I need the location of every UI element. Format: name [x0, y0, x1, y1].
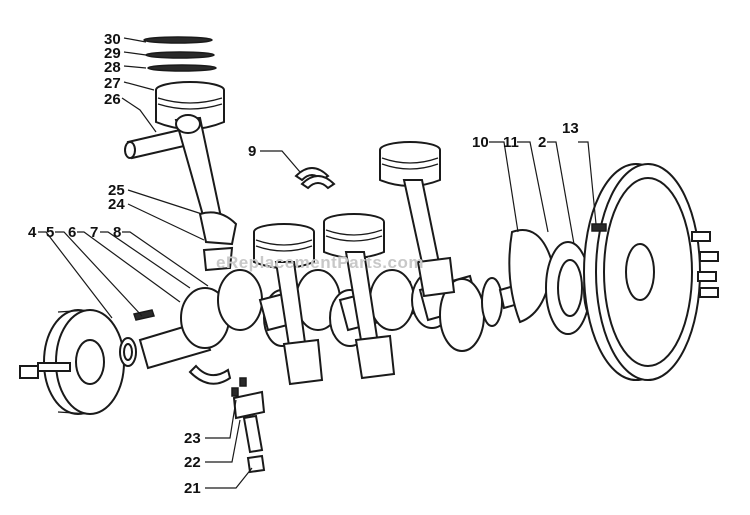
callout-2: 2	[538, 134, 546, 151]
callout-27: 27	[104, 75, 121, 92]
piston-ring-set	[143, 36, 217, 72]
callout-23: 23	[184, 430, 201, 447]
callout-24: 24	[108, 196, 125, 213]
callout-30: 30	[104, 31, 121, 48]
piston-1	[253, 223, 324, 386]
crankshaft-key	[133, 309, 155, 321]
callout-7: 7	[90, 224, 98, 241]
pulley-bolt	[19, 362, 71, 379]
callout-11: 11	[503, 134, 519, 151]
piston-3	[379, 141, 456, 298]
rear-plate	[508, 229, 554, 324]
crankshaft	[138, 269, 534, 370]
callout-28: 28	[104, 59, 121, 76]
callout-10: 10	[472, 134, 489, 151]
callout-6: 6	[68, 224, 76, 241]
callout-25: 25	[108, 182, 125, 199]
callout-8: 8	[113, 224, 121, 241]
callout-4: 4	[28, 224, 37, 241]
front-seal	[119, 337, 137, 367]
flywheel-bolts	[591, 223, 719, 298]
connecting-rod-lower	[232, 390, 266, 474]
callouts: 30 29 28 27 26 25 24 9 4 5 6 7 8 10 11 2…	[28, 31, 579, 497]
callout-22: 22	[184, 454, 201, 471]
connecting-rod-upper	[174, 114, 238, 272]
piston-2	[323, 213, 396, 380]
flywheel	[583, 163, 701, 381]
callout-29: 29	[104, 45, 121, 62]
callout-21: 21	[184, 480, 201, 497]
callout-26: 26	[104, 91, 121, 108]
piston-upper	[155, 81, 225, 130]
callout-13: 13	[562, 120, 579, 137]
leader-lines	[38, 37, 597, 489]
rod-bearing-shells	[294, 167, 336, 190]
watermark: eReplacementParts.com	[216, 253, 424, 272]
callout-5: 5	[46, 224, 54, 241]
callout-9: 9	[248, 143, 256, 160]
rod-bolts	[231, 377, 247, 397]
piston-pin	[124, 128, 186, 160]
main-bearing-cap	[188, 364, 232, 385]
